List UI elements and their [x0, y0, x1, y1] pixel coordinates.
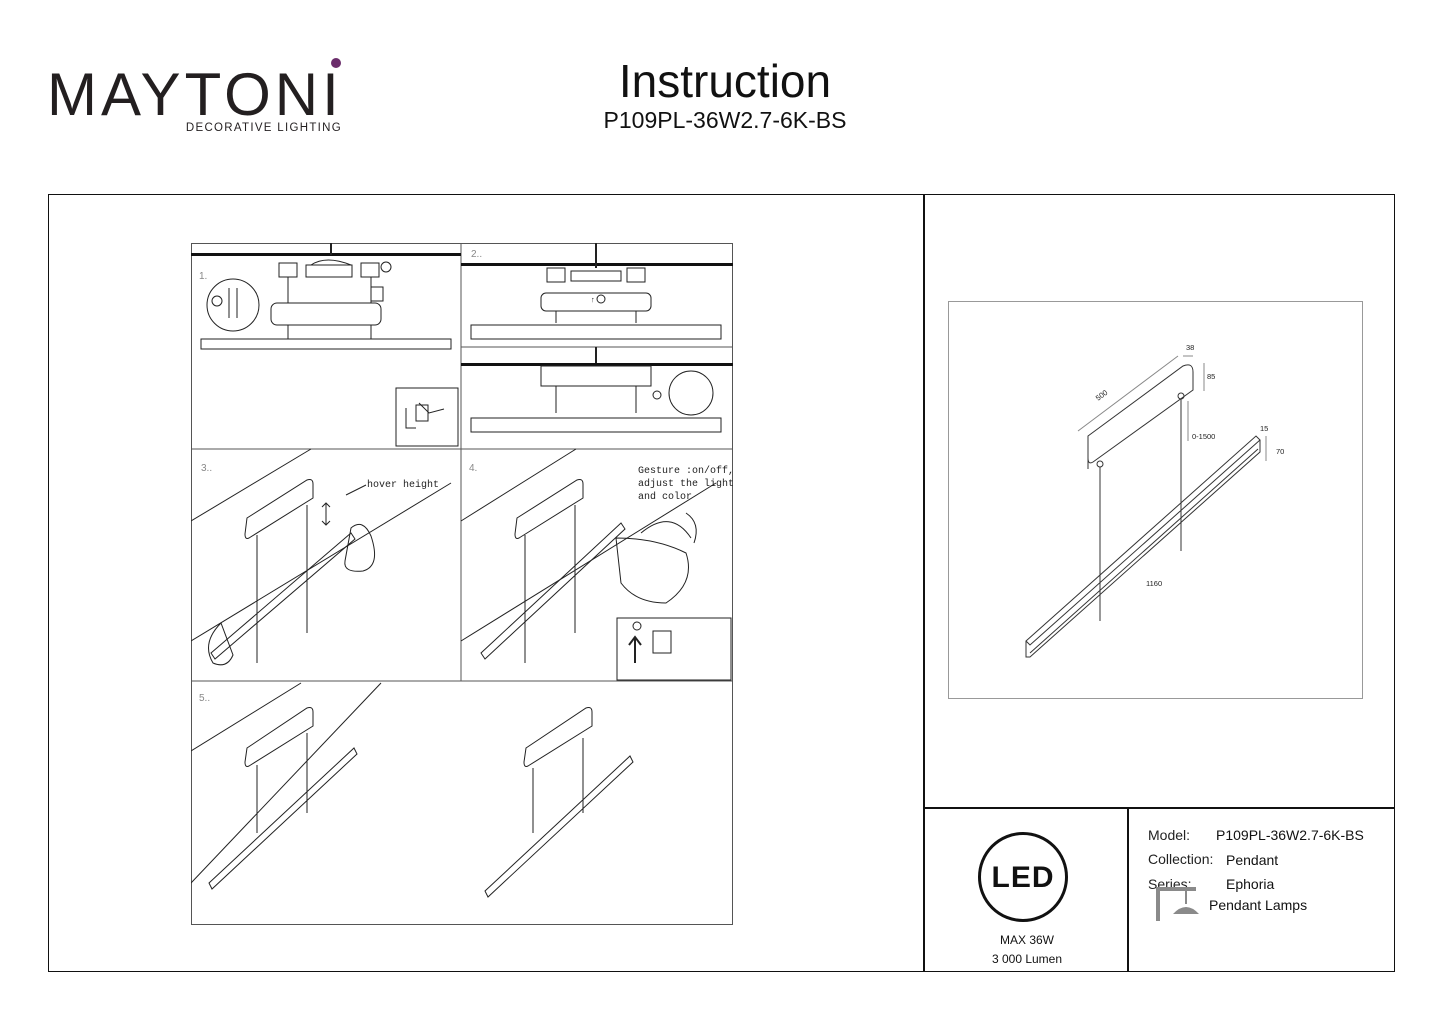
- dim-38: 38: [1186, 343, 1194, 352]
- series-value: Ephoria: [1226, 876, 1275, 892]
- step-5-illustration: 5..: [191, 682, 634, 898]
- model-value: P109PL-36W2.7-6K-BS: [1216, 827, 1364, 843]
- collection-label: Collection:: [1148, 851, 1214, 867]
- dim-1160: 1160: [1146, 579, 1162, 588]
- max-power: MAX 36W: [999, 933, 1054, 947]
- svg-text:↑: ↑: [591, 295, 595, 304]
- step-4-number: 4.: [469, 463, 477, 474]
- step-3-illustration: 3.. hover height: [191, 448, 452, 666]
- hover-height-label: hover height: [367, 479, 439, 491]
- dim-70: 70: [1276, 447, 1284, 456]
- gesture-label-3: and color: [638, 491, 692, 503]
- led-badge-label: LED: [991, 861, 1055, 894]
- led-badge: [978, 832, 1068, 922]
- divider-horizontal: [923, 807, 1395, 809]
- dim-500: 500: [1094, 388, 1109, 403]
- collection-value: Pendant: [1226, 852, 1279, 868]
- dim-85: 85: [1207, 372, 1215, 381]
- page-title: Instruction: [618, 55, 832, 107]
- step-2-number: 2..: [471, 249, 482, 260]
- maytoni-logo: MAYTONI: [47, 55, 347, 140]
- model-code: P109PL-36W2.7-6K-BS: [603, 107, 847, 133]
- step-2-illustration: 2.. ↑: [461, 243, 733, 433]
- gesture-label-2: adjust the light: [638, 478, 733, 490]
- gesture-label-1: Gesture :on/off,: [638, 465, 733, 477]
- dim-15: 15: [1260, 424, 1268, 433]
- brand-name: MAYTONI: [47, 61, 343, 128]
- installation-steps: 1. 2.. ↑: [191, 243, 733, 925]
- logo-accent-dot: [331, 58, 341, 68]
- step-3-number: 3..: [201, 463, 212, 474]
- document-frame: [48, 194, 1395, 972]
- product-type-label: Pendant Lamps: [1209, 897, 1308, 913]
- step-5-number: 5..: [199, 693, 210, 704]
- divider-spec: [1127, 807, 1129, 972]
- divider-vertical: [923, 194, 925, 972]
- brand-tagline: DECORATIVE LIGHTING: [185, 122, 342, 134]
- lumen-output: 3 000 Lumen: [991, 952, 1063, 966]
- dimension-drawing: 38 85 500 0-1500 15 70 1160: [948, 301, 1363, 699]
- dim-0-1500: 0-1500: [1192, 432, 1215, 441]
- model-label: Model:: [1148, 827, 1191, 843]
- pendant-lamp-icon: [1155, 886, 1199, 922]
- step-1-illustration: 1.: [191, 243, 461, 447]
- step-1-number: 1.: [199, 271, 207, 282]
- step-4-illustration: 4. Gesture :on/off, adjust the light and…: [460, 448, 733, 681]
